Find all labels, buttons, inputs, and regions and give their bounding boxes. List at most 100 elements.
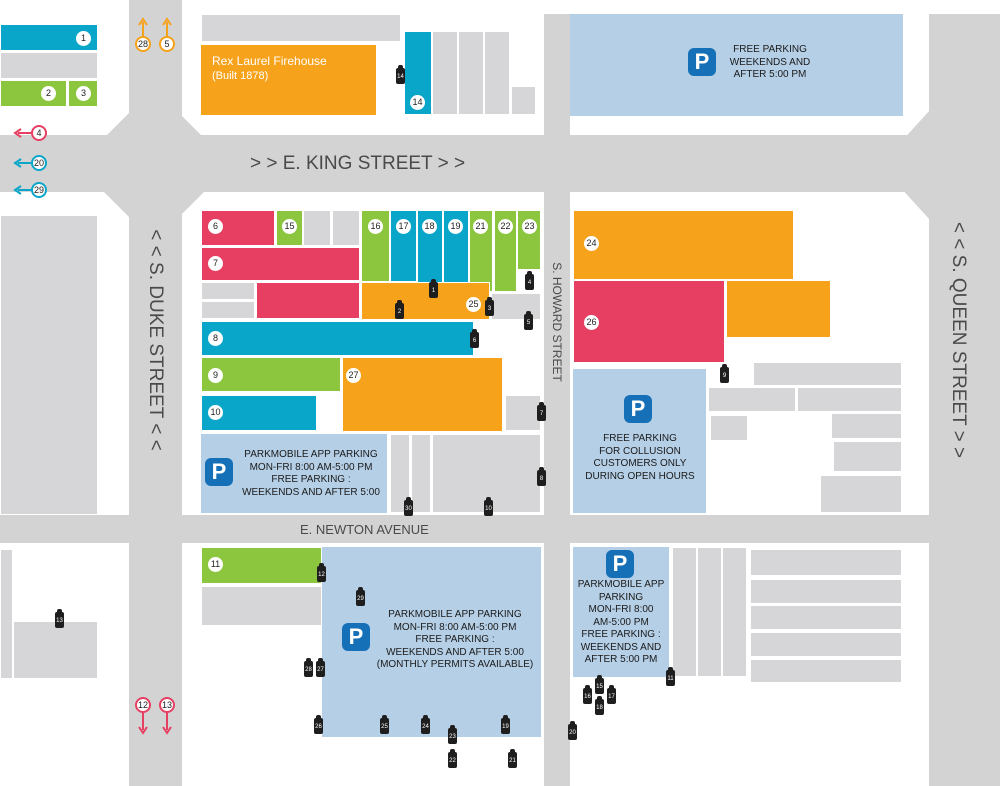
meter-1[interactable]: 1 xyxy=(429,279,438,298)
meter-11[interactable]: 11 xyxy=(666,667,675,686)
building-24 xyxy=(573,210,794,280)
route-pin-29[interactable]: 29 xyxy=(31,182,47,198)
building-badge: 24 xyxy=(584,236,599,251)
building-center-gray-f xyxy=(505,395,541,431)
meter-24[interactable]: 24 xyxy=(421,715,430,734)
building-br-a xyxy=(672,547,697,677)
building-badge: 11 xyxy=(208,557,223,572)
meter-16[interactable]: 16 xyxy=(583,685,592,704)
building-cr-gray-g xyxy=(820,475,902,513)
building-27 xyxy=(342,357,503,432)
building-badge: 19 xyxy=(448,219,463,234)
meter-12[interactable]: 12 xyxy=(317,563,326,582)
building-2 xyxy=(0,80,67,107)
building-badge: 1 xyxy=(76,31,91,46)
meter-17[interactable]: 17 xyxy=(607,685,616,704)
building-bl-a xyxy=(0,549,13,679)
parking-icon: P xyxy=(205,458,233,486)
building-br-e xyxy=(750,579,902,604)
building-8 xyxy=(201,321,474,356)
meter-4[interactable]: 4 xyxy=(525,271,534,290)
building-badge: 18 xyxy=(422,219,437,234)
duke-street-label: < < S. DUKE STREET < < xyxy=(145,229,166,451)
building-br-g xyxy=(750,632,902,657)
building-badge: 3 xyxy=(76,86,91,101)
meter-30[interactable]: 30 xyxy=(404,497,413,516)
building-7 xyxy=(201,247,360,281)
building-center-gray-c xyxy=(201,282,255,300)
duke-king-corner xyxy=(99,110,209,220)
collusion-lot-label: FREE PARKING FOR COLLUSION CUSTOMERS ONL… xyxy=(585,433,695,482)
meter-7[interactable]: 7 xyxy=(537,402,546,421)
building-26 xyxy=(573,280,725,363)
meter-15[interactable]: 15 xyxy=(595,675,604,694)
building-top-left-gray xyxy=(0,52,98,79)
meter-23[interactable]: 23 xyxy=(448,725,457,744)
building-badge: 6 xyxy=(208,219,223,234)
building-top-strip xyxy=(201,14,401,42)
building-badge: 9 xyxy=(208,368,223,383)
building-badge: 27 xyxy=(346,368,361,383)
collusion-parking-lot xyxy=(573,369,706,513)
route-pin-28[interactable]: 28 xyxy=(135,36,151,52)
parking-icon: P xyxy=(342,623,370,651)
meter-6[interactable]: 6 xyxy=(470,329,479,348)
building-9 xyxy=(201,357,341,392)
meter-29[interactable]: 29 xyxy=(356,587,365,606)
meter-21[interactable]: 21 xyxy=(508,749,517,768)
meter-5[interactable]: 5 xyxy=(524,311,533,330)
meter-26[interactable]: 26 xyxy=(314,715,323,734)
meter-13[interactable]: 13 xyxy=(55,609,64,628)
building-center-gray-d xyxy=(201,301,255,319)
building-bl-b xyxy=(13,621,98,679)
route-pin-13[interactable]: 13 xyxy=(159,697,175,713)
king-lot-label: FREE PARKING WEEKENDS AND AFTER 5:00 PM xyxy=(729,44,811,80)
building-br-d xyxy=(750,549,902,576)
parking-icon: P xyxy=(624,395,652,423)
meter-18[interactable]: 18 xyxy=(595,696,604,715)
meter-25[interactable]: 25 xyxy=(380,715,389,734)
parking-icon: P xyxy=(688,48,716,76)
building-badge: 14 xyxy=(410,95,425,110)
building-cr-gray-f xyxy=(833,441,902,472)
building-badge: 22 xyxy=(498,219,513,234)
duke-lot-label: PARKMOBILE APP PARKING MON-FRI 8:00 AM-5… xyxy=(242,449,380,498)
meter-14[interactable]: 14 xyxy=(396,65,405,84)
firehouse-name: Rex Laurel Firehouse xyxy=(212,54,327,68)
meter-22[interactable]: 22 xyxy=(448,749,457,768)
king-street-label: > > E. KING STREET > > xyxy=(250,153,466,174)
meter-10[interactable]: 10 xyxy=(484,497,493,516)
building-badge: 16 xyxy=(368,219,383,234)
howard-street-road xyxy=(544,14,570,786)
building-left-middle xyxy=(0,215,98,515)
meter-3[interactable]: 3 xyxy=(485,297,494,316)
parking-icon: P xyxy=(606,550,634,578)
building-cr-gray-d xyxy=(710,415,748,441)
howard-street-label: S. HOWARD STREET xyxy=(550,262,564,382)
meter-2[interactable]: 2 xyxy=(395,300,404,319)
building-top-gray-d xyxy=(511,86,536,115)
building-badge: 10 xyxy=(208,405,223,420)
howard-lot-label: PARKMOBILE APP PARKING MON-FRI 8:00 AM-5… xyxy=(577,579,665,665)
meter-19[interactable]: 19 xyxy=(501,715,510,734)
building-center-gray-e xyxy=(491,293,541,320)
king-parking-lot xyxy=(570,14,903,116)
route-pin-5[interactable]: 5 xyxy=(159,36,175,52)
building-top-gray-b xyxy=(458,31,484,115)
route-pin-4[interactable]: 4 xyxy=(31,125,47,141)
meter-27[interactable]: 27 xyxy=(316,658,325,677)
queen-king-corner xyxy=(900,110,960,220)
building-badge: 7 xyxy=(208,256,223,271)
building-cr-gray-e xyxy=(831,413,902,439)
meter-28[interactable]: 28 xyxy=(304,658,313,677)
building-cr-gray-b xyxy=(708,387,796,412)
meter-8[interactable]: 8 xyxy=(537,467,546,486)
building-23 xyxy=(517,210,541,270)
route-pin-20[interactable]: 20 xyxy=(31,155,47,171)
meter-20[interactable]: 20 xyxy=(568,721,577,740)
building-br-c xyxy=(722,547,747,677)
building-center-right-orange xyxy=(726,280,831,338)
building-br-b xyxy=(697,547,722,677)
meter-9[interactable]: 9 xyxy=(720,364,729,383)
route-pin-12[interactable]: 12 xyxy=(135,697,151,713)
